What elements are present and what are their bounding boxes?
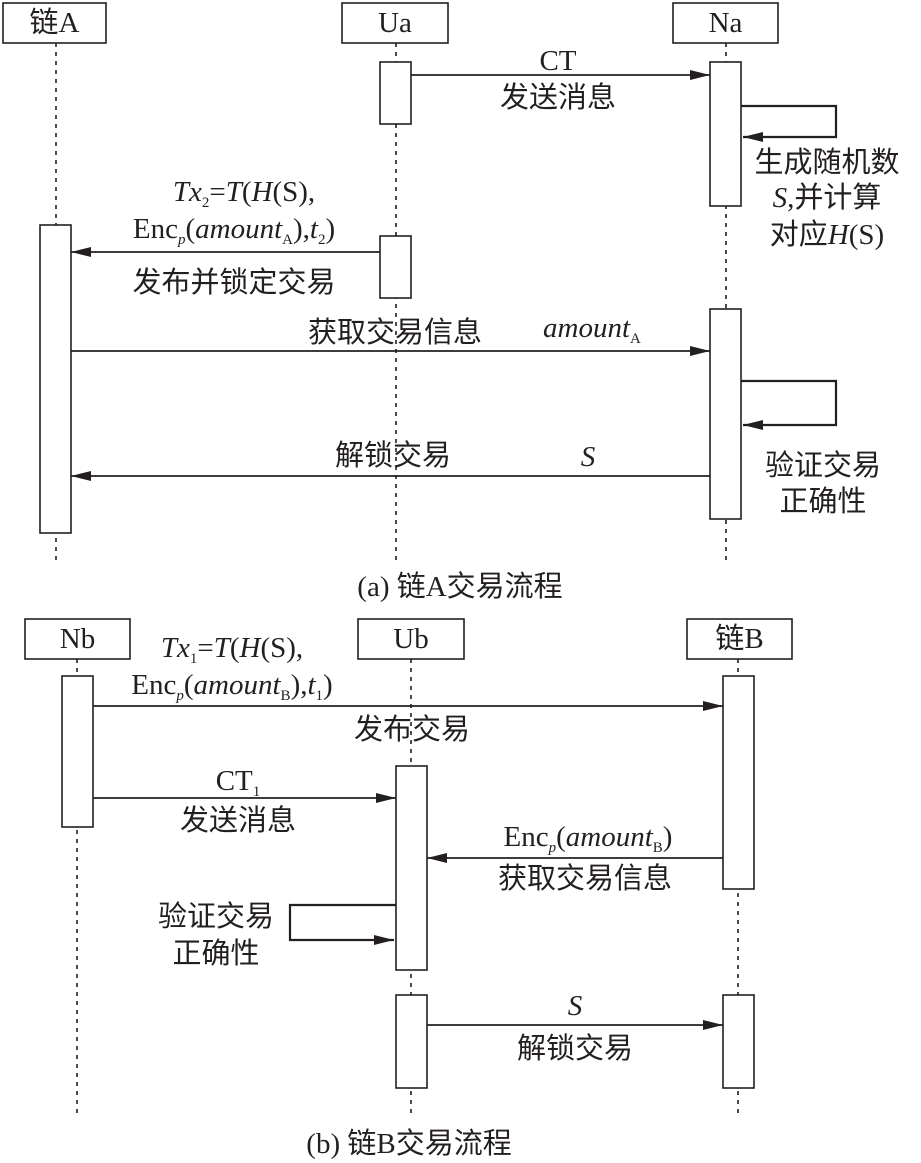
message-get-info-b: Encp(amountB) 获取交易信息 — [427, 821, 723, 895]
message-unlock-b: S 解锁交易 — [427, 990, 723, 1065]
participant-ub: Ub — [357, 618, 465, 660]
activation-chain-a — [39, 224, 72, 534]
self-message-verify-b: 验证交易 正确性 — [158, 900, 396, 970]
message-sublabel: 获取交易信息 — [498, 862, 672, 895]
message-sublabel: 发送消息 — [500, 81, 616, 114]
message-label: 解锁交易 — [335, 439, 451, 472]
message-unlock-a: 解锁交易 S — [71, 439, 710, 481]
self-label-line3: 对应H(S) — [770, 218, 884, 251]
participant-label: 链A — [30, 6, 80, 39]
activation-ua-1 — [379, 61, 412, 125]
activation-na-2 — [709, 308, 742, 520]
message-label: 获取交易信息 — [308, 316, 482, 349]
formula-tx2: Tx2=T(H(S), — [173, 176, 315, 211]
participant-label: 链B — [715, 622, 763, 655]
self-label-line2: S,并计算 — [773, 181, 882, 214]
participant-na: Na — [672, 2, 779, 44]
message-sublabel: 发布并锁定交易 — [132, 266, 335, 299]
message-label: CT1 — [216, 765, 261, 800]
self-message-verify-a: 验证交易 正确性 — [741, 379, 881, 518]
participant-nb: Nb — [24, 618, 131, 660]
activation-chain-b-2 — [722, 994, 755, 1089]
message-label: CT — [539, 45, 576, 77]
diagram-b: Nb Ub 链B Tx1=T(H(S), Encp(amountB),t1) 发… — [24, 618, 793, 1160]
participant-label: Ub — [393, 623, 428, 655]
activation-nb — [61, 675, 94, 828]
diagram-a: 链A Ua Na CT 发送消息 生成随机数 S,并计算 — [2, 2, 900, 603]
self-label-line2: 正确性 — [779, 485, 866, 518]
message-var: S — [581, 441, 596, 473]
self-label-line1: 验证交易 — [158, 900, 274, 933]
message-tx2: Tx2=T(H(S), Encp(amountA),t2) 发布并锁定交易 — [71, 176, 380, 299]
self-arrow — [741, 379, 838, 430]
formula-enc-b: Encp(amountB),t1) — [131, 669, 332, 704]
message-get-info-a: 获取交易信息 amountA — [71, 312, 710, 356]
self-label-line2: 正确性 — [172, 937, 259, 970]
self-message-generate: 生成随机数 S,并计算 对应H(S) — [741, 104, 900, 251]
message-ct1: CT1 发送消息 — [93, 765, 396, 837]
message-sublabel: 解锁交易 — [517, 1032, 633, 1065]
participant-ua: Ua — [341, 2, 449, 44]
message-sublabel: 发布交易 — [354, 713, 470, 746]
activation-na-1 — [709, 61, 742, 207]
caption-b: (b) 链B交易流程 — [306, 1127, 511, 1160]
message-var: amountA — [543, 312, 641, 347]
self-label-line1: 生成随机数 — [754, 146, 899, 179]
activation-ua-2 — [379, 235, 412, 299]
participant-chain-b: 链B — [686, 618, 793, 660]
participant-label: Nb — [60, 623, 95, 655]
self-arrow — [741, 104, 838, 142]
formula-enc-amount-b: Encp(amountB) — [504, 821, 673, 856]
message-sublabel: 发送消息 — [180, 804, 296, 837]
message-ct: CT 发送消息 — [411, 45, 710, 114]
caption-a: (a) 链A交易流程 — [357, 570, 562, 603]
self-label-line1: 验证交易 — [765, 449, 881, 482]
formula-enc-a: Encp(amountA),t2) — [133, 213, 335, 248]
activation-ub-1 — [395, 765, 428, 971]
activation-ub-2 — [395, 994, 428, 1089]
participant-label: Ua — [378, 7, 412, 39]
participant-label: Na — [709, 7, 743, 39]
message-tx1: Tx1=T(H(S), Encp(amountB),t1) 发布交易 — [93, 632, 723, 746]
participant-chain-a: 链A — [2, 2, 107, 44]
self-arrow — [288, 903, 396, 945]
activation-chain-b-1 — [722, 675, 755, 890]
message-var: S — [568, 990, 583, 1022]
formula-tx1: Tx1=T(H(S), — [161, 632, 303, 667]
